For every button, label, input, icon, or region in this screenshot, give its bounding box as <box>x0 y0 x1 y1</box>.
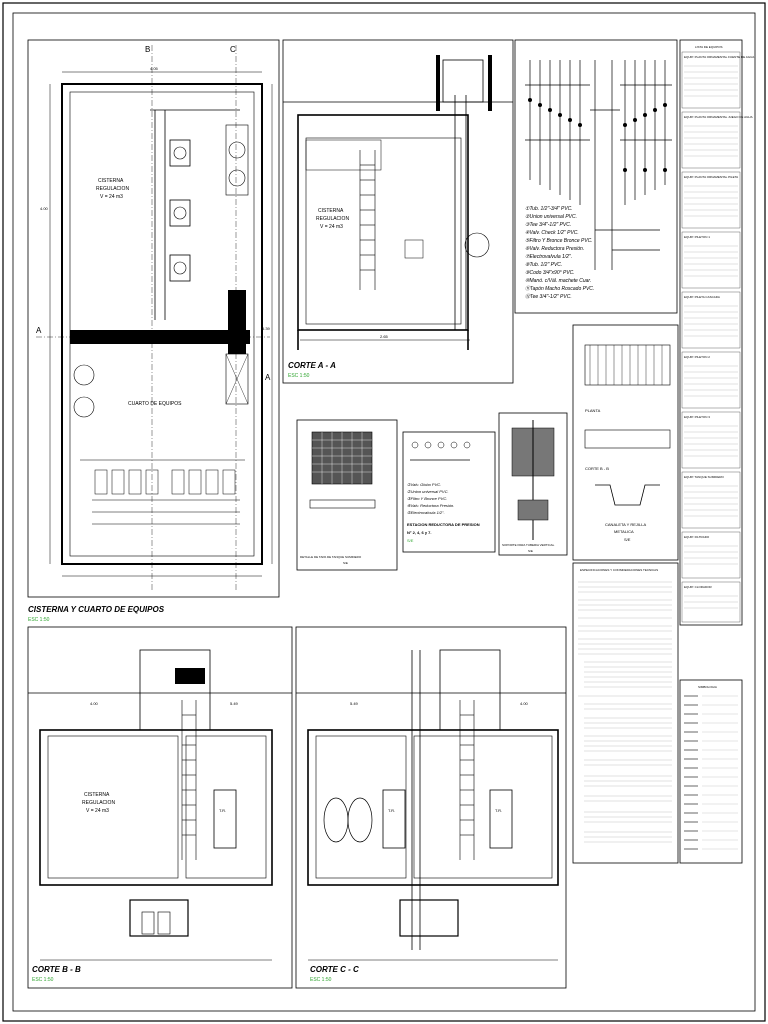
inner-border <box>12 12 756 1012</box>
plan-section-a-left: A <box>36 326 42 335</box>
plan-section-a-right: A <box>265 373 271 382</box>
section-cc-dim-b: 4.00 <box>520 701 529 706</box>
section-cc-dim-a: 5.49 <box>350 701 359 706</box>
plan-cistern-label-2: REGULACION <box>96 186 129 192</box>
plan-cistern-label-3: V = 24 m3 <box>100 194 123 200</box>
soporte-title: SOPORTE PARA TUBERIA VERTICAL <box>502 543 555 547</box>
isometric-diagram: ①Tub. 1/2"-3/4" PVC. ②Union universal PV… <box>514 39 678 314</box>
detail-canaleta: PLANTA CORTE B - B CANALETA Y REJILLA ME… <box>572 324 679 561</box>
pump-schedule: LISTA DE EQUIPOS EQUIP. PLANTA ORNAMENTA… <box>679 39 754 626</box>
section-bb-scale: ESC 1:50 <box>32 977 54 983</box>
section-bb: T.R. 4.00 5.49 CISTERNA REGULACION V = 2… <box>27 626 293 989</box>
specs-title: ESPECIFICACIONES Y CONSIDERACIONES TECNI… <box>580 568 658 572</box>
iso-legend-5: ⑤Filtro Y Bronce Bronce PVC. <box>525 238 593 244</box>
schedule-block-1: EQUIP. PLANTA ORNAMENTAL FUENTE DE AGUA <box>684 55 754 59</box>
schedule-blocks <box>681 51 741 623</box>
iso-legend-11: ⑪Tapón Macho Roscado PVC. <box>525 285 594 292</box>
canaleta-plan-label: PLANTA <box>585 408 601 413</box>
canaleta-title-2: METALICA <box>614 529 634 534</box>
plan-dim-top: 4.05 <box>150 66 159 71</box>
plan-section-c: C <box>230 45 236 54</box>
plan-dim-right: 5.39 <box>262 326 271 331</box>
canaleta-section-label: CORTE B - B <box>585 466 609 471</box>
canaleta-title-1: CANALETA Y REJILLA <box>605 522 646 527</box>
section-cc: T.R. T.R. 5.49 4.00 CORTE C - C ESC 1:50 <box>295 626 567 989</box>
section-bb-cistern-1: CISTERNA <box>84 792 110 798</box>
schedule-block-2: EQUIP. PLANTA ORNAMENTAL JUEGO DE AGUA <box>684 115 753 119</box>
schedule-heading: LISTA DE EQUIPOS <box>695 45 722 49</box>
plan-equipment-room-label: CUARTO DE EQUIPOS <box>128 401 182 407</box>
specifications: ESPECIFICACIONES Y CONSIDERACIONES TECNI… <box>572 562 679 864</box>
soporte-scale: S/E <box>528 549 533 553</box>
plan-section-b: B <box>145 45 150 54</box>
station-scale: S/E <box>407 538 414 543</box>
section-bb-title: CORTE B - B <box>32 965 81 974</box>
schedule-block-6: EQUIP. PILETON 2 <box>684 355 710 359</box>
symbols-title: SIMBOLOGIA <box>698 685 717 689</box>
iso-legend: ①Tub. 1/2"-3/4" PVC. ②Union universal PV… <box>525 206 594 300</box>
iso-legend-12: ⑫Tee 3/4"-1/2" PVC. <box>525 293 572 300</box>
station-legend-3: ③Filtro Y Bronce PVC. <box>407 496 447 501</box>
iso-legend-8: ⑧Tub. 1/2" PVC. <box>525 262 562 268</box>
iso-legend-1: ①Tub. 1/2"-3/4" PVC. <box>525 206 573 212</box>
schedule-block-10: EQUIP. CLORADOR <box>684 585 712 589</box>
plan-dim-left: 4.00 <box>40 206 49 211</box>
section-bb-dim-a: 4.00 <box>90 701 99 706</box>
canaleta-scale: S/E <box>624 537 631 542</box>
iso-legend-7: ⑦Electrovalvula 1/2". <box>525 254 572 260</box>
station-legend-5: ⑤Electrovalvula 1/2". <box>407 510 445 515</box>
section-aa: 2.65 CISTERNA REGULACION V = 24 m3 CORTE… <box>282 39 514 384</box>
section-aa-cistern-3: V = 24 m3 <box>320 224 343 230</box>
station-title-1: ESTACION REDUCTORA DE PRESION <box>407 522 480 527</box>
iso-legend-6: ⑥Valv. Reductora Presión. <box>525 246 584 252</box>
tapa-title: DETALLE DE TAPA DE TANQUE SUMIDERO <box>300 555 362 559</box>
detail-station: ①Valv. Globo PVC. ②Union universal PVC. … <box>402 431 496 553</box>
section-cc-scale: ESC 1:50 <box>310 977 332 983</box>
iso-legend-2: ②Union universal PVC. <box>525 214 577 220</box>
section-aa-dim: 2.65 <box>380 334 389 339</box>
section-bb-cistern-2: REGULACION <box>82 800 115 806</box>
section-cc-title: CORTE C - C <box>310 965 359 974</box>
section-aa-cistern-2: REGULACION <box>316 216 349 222</box>
schedule-block-5: EQUIP. PILETA CASCADA <box>684 295 720 299</box>
iso-legend-3: ③Tee 3/4"-1/2" PVC. <box>525 222 571 228</box>
plan-view: A A B C 4.05 4.00 5.39 CISTERNA REGULACI… <box>27 39 280 623</box>
symbols-legend: SIMBOLOGIA <box>679 679 743 864</box>
plan-cistern-label-1: CISTERNA <box>98 178 124 184</box>
iso-legend-4: ④Valv. Check 1/2" PVC. <box>525 230 579 236</box>
detail-soporte: SOPORTE PARA TUBERIA VERTICAL S/E <box>498 412 568 556</box>
schedule-block-8: EQUIP. TANQUE SUMIDERO <box>684 475 725 479</box>
plan-title: CISTERNA Y CUARTO DE EQUIPOS <box>28 605 165 614</box>
schedule-block-7: EQUIP. PILETON 3 <box>684 415 710 419</box>
section-aa-scale: ESC 1:50 <box>288 373 310 379</box>
section-aa-title: CORTE A - A <box>288 361 336 370</box>
iso-legend-10: ⑩Manó. c/Vál. machete Cuar. <box>525 278 591 284</box>
section-bb-tank-label: T.R. <box>219 808 226 813</box>
iso-legend-9: ⑨Codo 3/4"x90° PVC. <box>525 270 575 276</box>
tapa-scale: S/E <box>343 561 348 565</box>
schedule-block-4: EQUIP. PILETON 1 <box>684 235 710 239</box>
schedule-block-3: EQUIP. PLANTA ORNAMENTAL PILETA <box>684 175 738 179</box>
station-legend-2: ②Union universal PVC. <box>407 489 449 494</box>
station-legend-4: ④Valv. Reductora Presión. <box>407 503 454 508</box>
plan-scale: ESC 1:50 <box>28 617 50 623</box>
section-aa-cistern-1: CISTERNA <box>318 208 344 214</box>
section-cc-tank-label-1: T.R. <box>388 808 395 813</box>
detail-tapa: DETALLE DE TAPA DE TANQUE SUMIDERO S/E <box>296 419 398 571</box>
section-bb-dim-b: 5.49 <box>230 701 239 706</box>
section-bb-cistern-3: V = 24 m3 <box>86 808 109 814</box>
section-cc-tank-label-2: T.R. <box>495 808 502 813</box>
station-legend-1: ①Valv. Globo PVC. <box>407 482 441 487</box>
schedule-block-9: EQUIP. FILTRADO <box>684 535 710 539</box>
station-title-2: N° 2, 4, 6 y 7. <box>407 530 432 535</box>
